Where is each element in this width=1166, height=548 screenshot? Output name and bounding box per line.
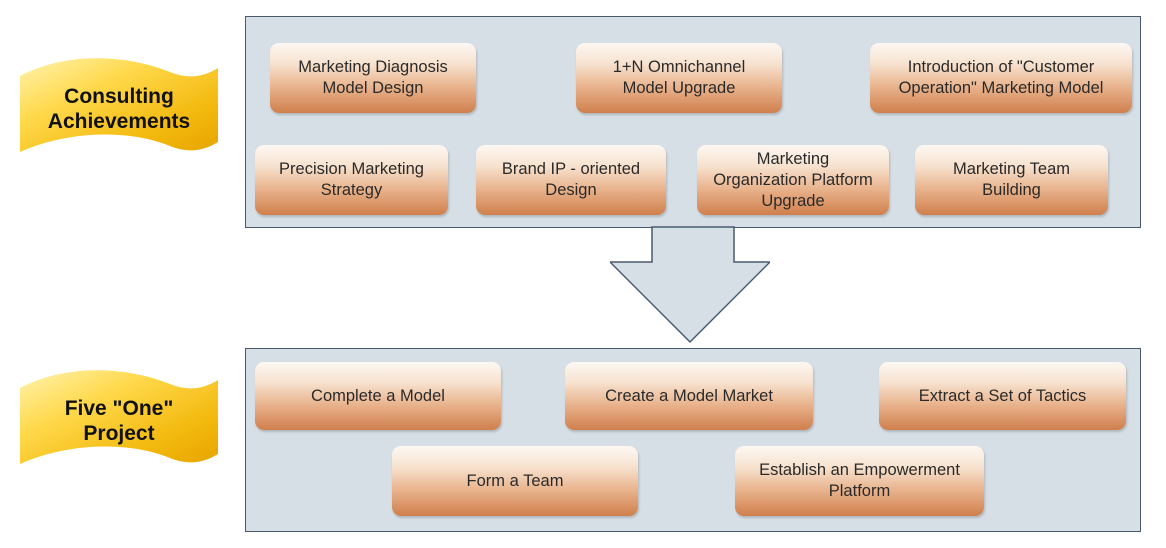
brand-ip-design-box: Brand IP - oriented Design: [476, 145, 666, 215]
set-of-tactics-box: Extract a Set of Tactics: [879, 362, 1126, 430]
ribbon-label: Five "One" Project: [64, 397, 174, 445]
ribbon-flag-shape: [20, 58, 218, 152]
ribbon-label: Consulting Achievements: [47, 85, 191, 133]
empowerment-platform-box: Establish an Empowerment Platform: [735, 446, 984, 516]
customer-operation-box: Introduction of "Customer Operation" Mar…: [870, 43, 1132, 113]
team-building-box: Marketing Team Building: [915, 145, 1108, 215]
down-arrow-icon: [610, 226, 770, 344]
omnichannel-upgrade-box: 1+N Omnichannel Model Upgrade: [576, 43, 782, 113]
model-market-box: Create a Model Market: [565, 362, 813, 430]
form-team-box: Form a Team: [392, 446, 638, 516]
ribbon-flag-shape: [20, 370, 218, 464]
five-one-project-ribbon: Five "One" Project: [20, 370, 218, 472]
marketing-diagnosis-box: Marketing Diagnosis Model Design: [270, 43, 476, 113]
consulting-achievements-ribbon: Consulting Achievements: [20, 58, 218, 160]
precision-marketing-box: Precision Marketing Strategy: [255, 145, 448, 215]
organization-platform-box: Marketing Organization Platform Upgrade: [697, 145, 889, 215]
complete-model-box: Complete a Model: [255, 362, 501, 430]
